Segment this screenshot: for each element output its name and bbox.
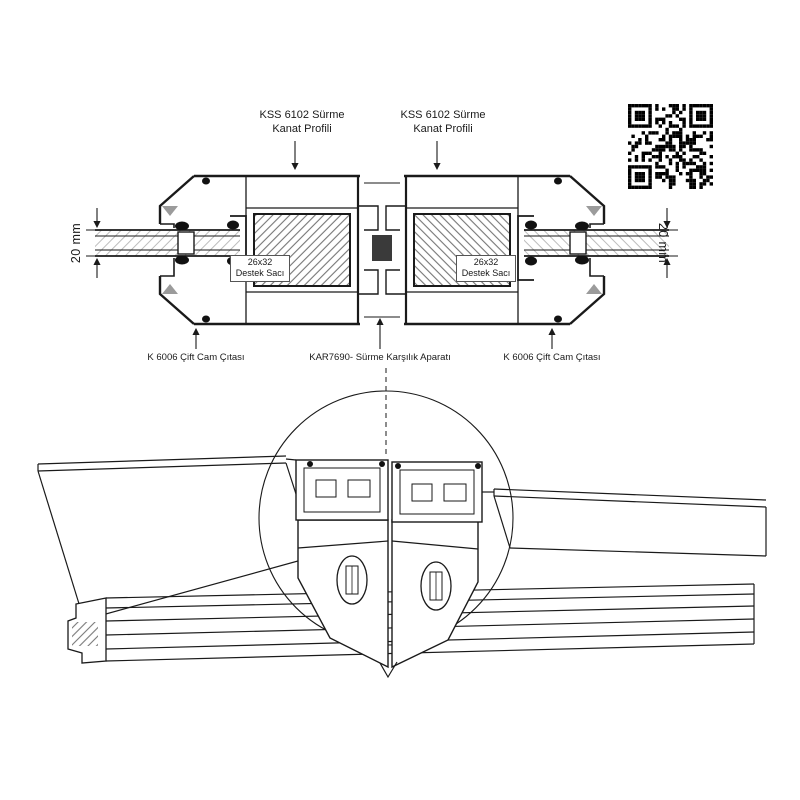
glass-pane-left (37, 455, 317, 621)
glass-pane-right (493, 488, 767, 557)
interlock-gasket (372, 235, 392, 261)
qr-code-icon (628, 104, 713, 189)
label-sash-profile-right: KSS 6102 Sürme Kanat Profili (400, 109, 486, 136)
label-meeting-part: KAR7690- Sürme Karşılık Aparatı (309, 352, 451, 363)
label-support-sheet-left: 26x32 Destek Sacı (230, 255, 290, 282)
label-sash-profile-left: KSS 6102 Sürme Kanat Profili (259, 109, 345, 136)
glazing-hatch (95, 230, 240, 256)
label-dimension-left: 20 mm (69, 222, 83, 264)
label-dimension-right: 20 mm (656, 222, 670, 264)
perspective-view (37, 455, 767, 679)
interlock-center (364, 182, 400, 318)
leader-arrows (192, 141, 556, 454)
meeting-sashes (285, 458, 494, 679)
label-support-sheet-right: 26x32 Destek Sacı (456, 255, 516, 282)
sash-section-half (86, 174, 379, 326)
sash-section-right (386, 176, 678, 324)
label-glazing-bead-left: K 6006 Çift Cam Çıtası (147, 352, 245, 363)
label-glazing-bead-right: K 6006 Çift Cam Çıtası (503, 352, 601, 363)
